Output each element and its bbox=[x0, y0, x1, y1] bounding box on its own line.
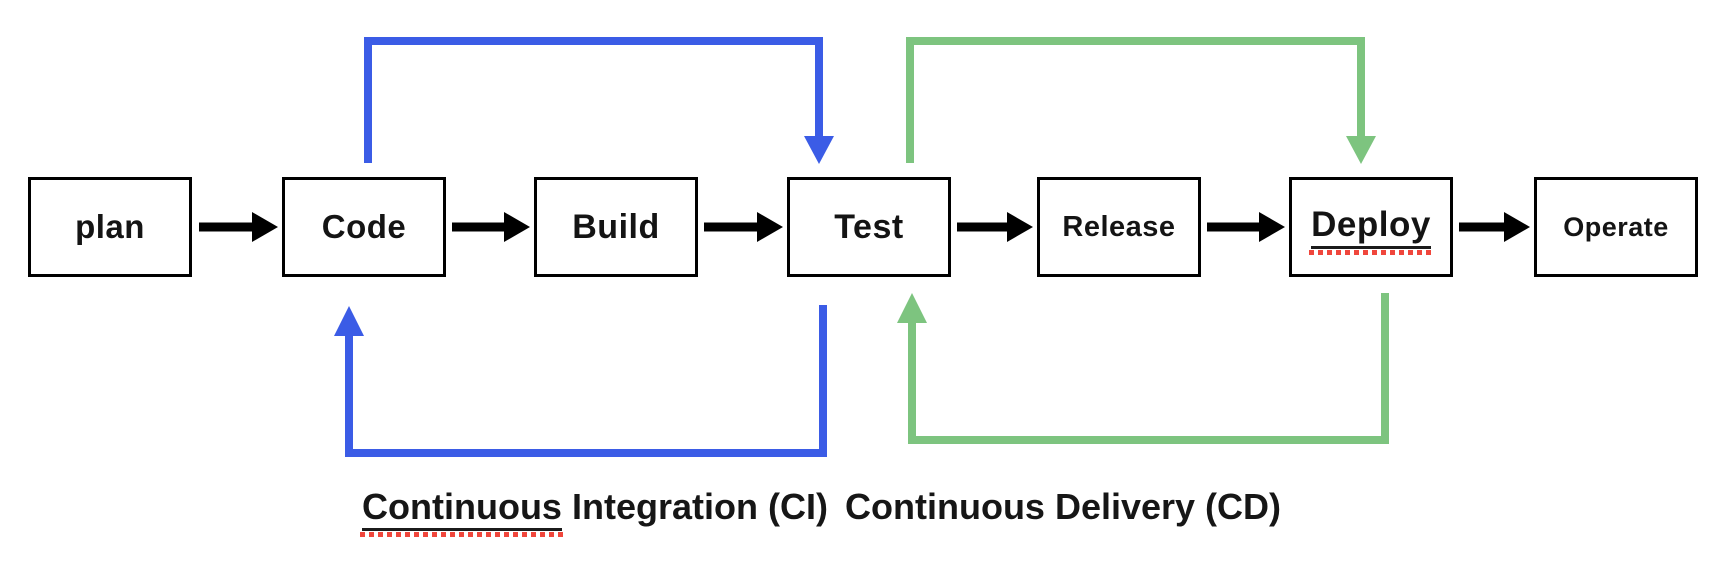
node-deploy: Deploy bbox=[1289, 177, 1453, 277]
cd-top-path bbox=[906, 37, 1365, 163]
arrowhead-down-icon bbox=[804, 136, 834, 164]
arrowhead-down-icon bbox=[1346, 136, 1376, 164]
cd-caption: Continuous Delivery (CD) bbox=[845, 486, 1281, 528]
arrowhead-up-icon bbox=[334, 306, 364, 336]
node-code: Code bbox=[282, 177, 446, 277]
node-test: Test bbox=[787, 177, 951, 277]
flow-arrow-release-to-deploy bbox=[1207, 212, 1285, 242]
cd-loop-bottom-connector bbox=[897, 293, 1389, 444]
arrowhead-icon bbox=[504, 212, 530, 242]
node-deploy-label: Deploy bbox=[1309, 205, 1433, 255]
node-plan: plan bbox=[28, 177, 192, 277]
arrowhead-icon bbox=[757, 212, 783, 242]
flow-arrow-deploy-to-operate bbox=[1459, 212, 1530, 242]
cd-bottom-path bbox=[908, 293, 1389, 444]
ci-caption-flagged-word: Continuous bbox=[362, 486, 562, 531]
ci-loop-top-connector bbox=[364, 37, 834, 164]
node-plan-label: plan bbox=[75, 208, 145, 245]
ci-top-path bbox=[364, 37, 823, 163]
ci-caption: Continuous Integration (CI) bbox=[362, 486, 828, 531]
arrowhead-icon bbox=[1007, 212, 1033, 242]
arrowhead-icon bbox=[1259, 212, 1285, 242]
flow-arrow-plan-to-code bbox=[199, 212, 278, 242]
flow-arrow-code-to-build bbox=[452, 212, 530, 242]
cd-loop-top-connector bbox=[906, 37, 1376, 164]
ci-caption-rest: Integration (CI) bbox=[571, 486, 828, 527]
ci-loop-bottom-connector bbox=[334, 305, 827, 457]
node-release: Release bbox=[1037, 177, 1201, 277]
arrowhead-icon bbox=[1504, 212, 1530, 242]
cd-caption-text: Continuous Delivery (CD) bbox=[845, 486, 1282, 527]
node-release-label: Release bbox=[1062, 210, 1176, 243]
arrowhead-up-icon bbox=[897, 293, 927, 323]
flow-arrow-build-to-test bbox=[704, 212, 783, 242]
flow-arrow-test-to-release bbox=[957, 212, 1033, 242]
node-operate-label: Operate bbox=[1563, 211, 1669, 242]
ci-bottom-path bbox=[345, 305, 827, 457]
node-test-label: Test bbox=[834, 207, 904, 246]
node-code-label: Code bbox=[321, 208, 407, 245]
node-build: Build bbox=[534, 177, 698, 277]
node-build-label: Build bbox=[572, 207, 660, 246]
node-operate: Operate bbox=[1534, 177, 1698, 277]
arrowhead-icon bbox=[252, 212, 278, 242]
